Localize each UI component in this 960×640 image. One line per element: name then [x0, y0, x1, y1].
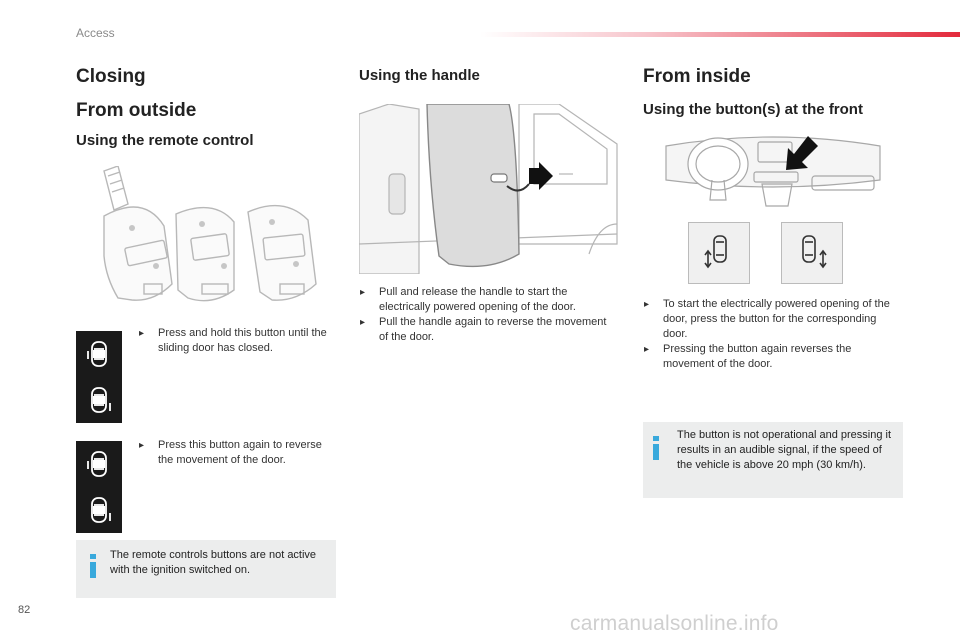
triangle-bullet-icon: ▸: [644, 344, 650, 355]
remote-step-1-text: Press and hold this button until the sli…: [158, 327, 327, 354]
dashboard-illustration: [665, 136, 881, 207]
inside-note-text: The button is not operational and pressi…: [677, 429, 892, 471]
inside-info-note: The button is not operational and pressi…: [643, 422, 903, 498]
triangle-bullet-icon: ▸: [360, 287, 366, 298]
remote-info-note: The remote controls buttons are not acti…: [76, 540, 336, 598]
page-number: 82: [18, 604, 31, 616]
remote-keys-illustration: [103, 166, 317, 302]
inside-step-1-text: To start the electrically powered openin…: [663, 298, 890, 340]
info-icon: [653, 436, 659, 460]
handle-steps: ▸ Pull and release the handle to start th…: [359, 285, 609, 345]
sliding-door-button-icon: [76, 331, 122, 377]
info-icon: [90, 554, 96, 578]
remote-step-2-text: Press this button again to reverse the m…: [158, 439, 322, 466]
from-inside-heading: From inside: [643, 66, 751, 87]
front-buttons-heading: Using the button(s) at the front: [643, 101, 863, 118]
remote-step-2: ▸ Press this button again to reverse the …: [138, 438, 328, 468]
handle-step-2-text: Pull the handle again to reverse the mov…: [379, 316, 607, 343]
triangle-bullet-icon: ▸: [139, 328, 145, 339]
sliding-door-button-icon: [76, 377, 122, 423]
section-title: Access: [76, 26, 115, 40]
right-sliding-door-switch-icon: [781, 222, 843, 284]
inside-steps: ▸ To start the electrically powered openi…: [643, 297, 895, 372]
remote-control-heading: Using the remote control: [76, 132, 254, 149]
remote-step-1: ▸ Press and hold this button until the sl…: [138, 326, 338, 356]
triangle-bullet-icon: ▸: [644, 299, 650, 310]
triangle-bullet-icon: ▸: [360, 317, 366, 328]
sliding-door-button-icon: [76, 441, 122, 487]
watermark: carmanualsonline.info: [570, 612, 779, 635]
inside-step-2-text: Pressing the button again reverses the m…: [663, 343, 852, 370]
from-outside-heading: From outside: [76, 100, 197, 121]
sliding-door-button-icon: [76, 487, 122, 533]
sliding-door-handle-illustration: [359, 104, 618, 274]
handle-step-1-text: Pull and release the handle to start the…: [379, 286, 576, 313]
left-sliding-door-switch-icon: [688, 222, 750, 284]
header-accent-bar: [480, 32, 960, 37]
closing-heading: Closing: [76, 66, 146, 87]
remote-note-text: The remote controls buttons are not acti…: [110, 549, 317, 576]
triangle-bullet-icon: ▸: [139, 440, 145, 451]
using-handle-heading: Using the handle: [359, 67, 480, 84]
